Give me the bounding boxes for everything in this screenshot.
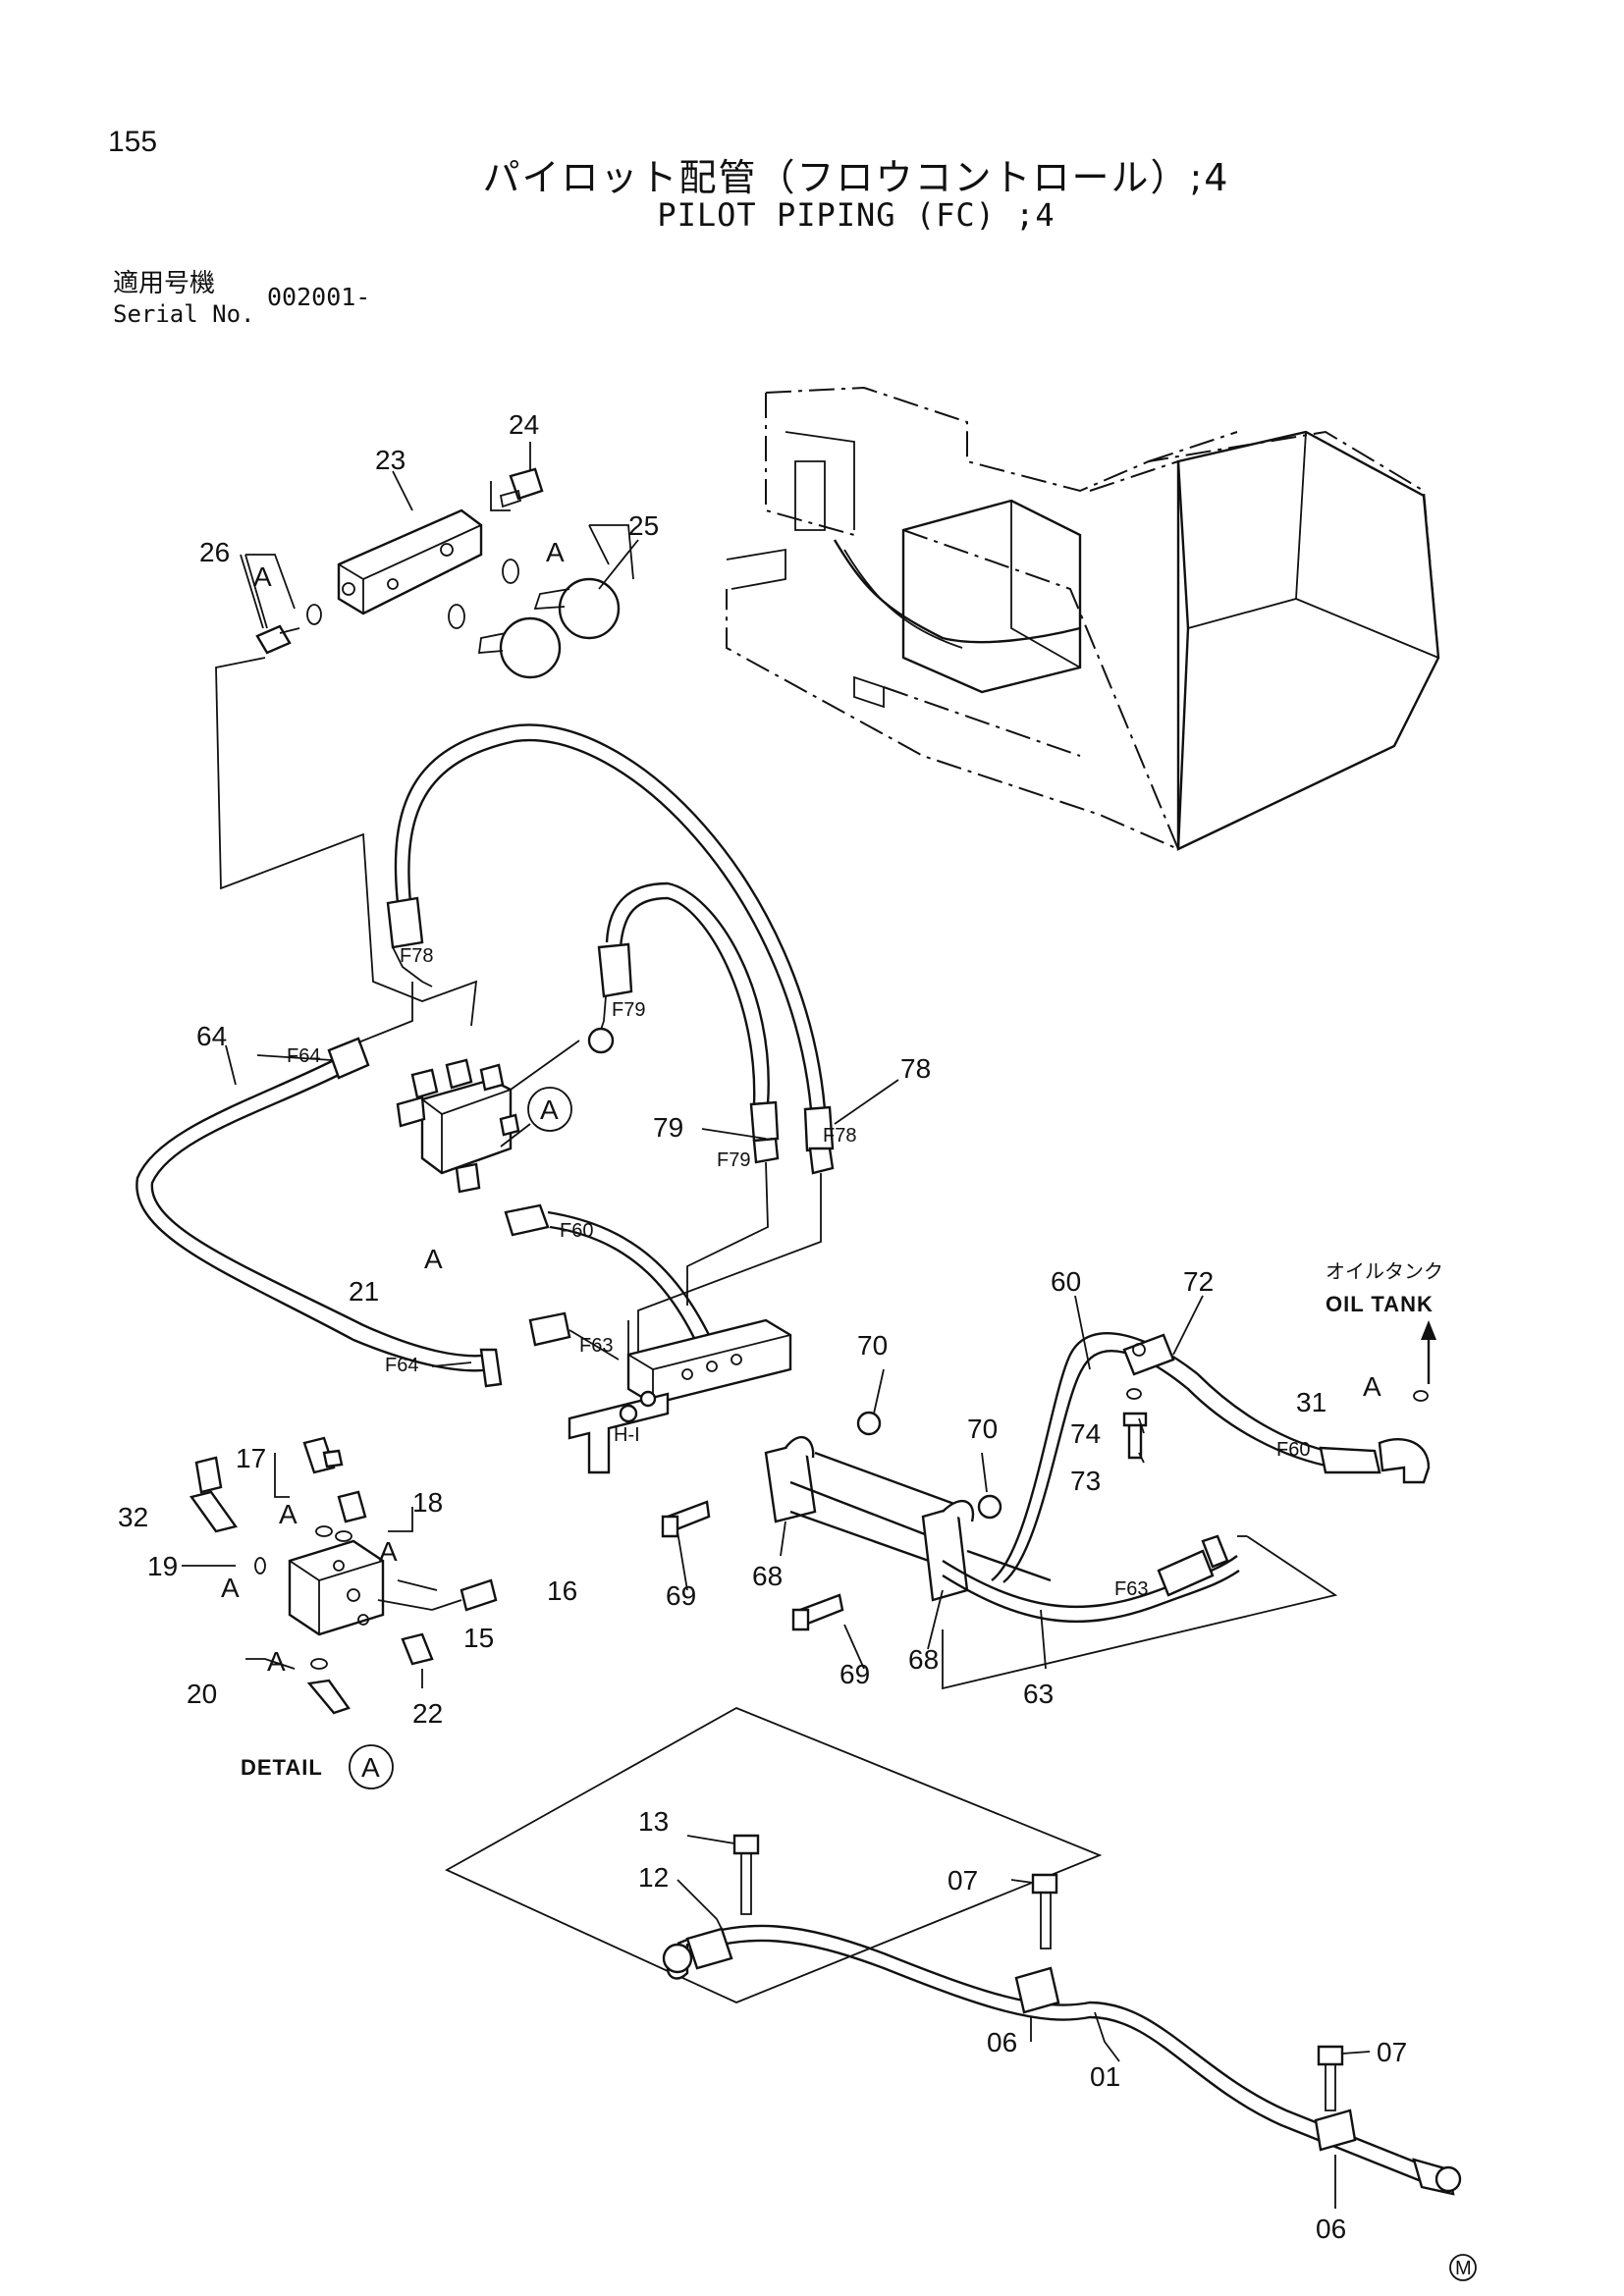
- bolt-07: [1031, 1873, 1344, 2111]
- fitting-f64-upper: F64: [287, 1045, 320, 1067]
- label-70a: 70: [857, 1330, 888, 1361]
- fitting-f78-right: F78: [823, 1125, 856, 1147]
- bolt-13: [732, 1834, 760, 1915]
- label-79: 79: [653, 1112, 683, 1143]
- oil-tank-label-japanese: オイルタンク: [1326, 1259, 1443, 1283]
- label-73: 73: [1070, 1466, 1101, 1496]
- serial-label-english: Serial No.: [113, 300, 255, 328]
- bolt-24: [490, 467, 544, 511]
- cylinder-68: [764, 1435, 1052, 1602]
- hose-64: [135, 982, 503, 1388]
- fitting-f78-left: F78: [400, 945, 433, 967]
- label-70b: 70: [967, 1414, 998, 1444]
- label-63: 63: [1023, 1679, 1054, 1709]
- fitting-f64-lower: F64: [385, 1355, 418, 1376]
- detail-a-letter: A: [361, 1752, 380, 1783]
- fitting-f79-upper: F79: [612, 999, 645, 1021]
- callout-h-i: H-I: [614, 1424, 640, 1446]
- callout-a-3: A: [424, 1244, 443, 1274]
- page-number: 155: [108, 126, 158, 158]
- hose-78: [386, 723, 835, 1355]
- fitting-f60-right: F60: [1276, 1439, 1310, 1461]
- label-17: 17: [236, 1443, 266, 1473]
- label-13: 13: [638, 1806, 669, 1837]
- label-26: 26: [199, 537, 230, 567]
- callout-a-2: A: [546, 537, 565, 567]
- label-24: 24: [509, 409, 539, 440]
- label-20: 20: [187, 1679, 217, 1709]
- hose-63-right: [942, 1534, 1240, 1624]
- excavator-outline: [726, 386, 1440, 851]
- label-19: 19: [147, 1551, 178, 1581]
- label-22: 22: [412, 1698, 443, 1729]
- label-15: 15: [463, 1623, 494, 1653]
- label-07a: 07: [947, 1865, 978, 1896]
- oil-tank-label-english: OIL TANK: [1326, 1292, 1434, 1316]
- fitting-26: [255, 604, 322, 655]
- hose-79: [587, 881, 780, 1306]
- bolt-69: [661, 1500, 844, 1631]
- fitting-f63-center: F63: [579, 1335, 613, 1357]
- callout-a-circle: A: [540, 1095, 559, 1125]
- label-23: 23: [375, 445, 406, 475]
- label-01: 01: [1090, 2061, 1120, 2092]
- serial-number-range: 002001-: [267, 283, 371, 311]
- label-06a: 06: [987, 2027, 1017, 2057]
- label-07b: 07: [1377, 2037, 1407, 2067]
- label-12: 12: [638, 1862, 669, 1893]
- label-69a: 69: [666, 1580, 696, 1611]
- hose-60-right: [991, 1332, 1431, 1583]
- footer-mark: M: [1455, 2258, 1472, 2279]
- label-68a: 68: [752, 1561, 783, 1591]
- label-31: 31: [1296, 1387, 1326, 1417]
- detail-a-block: [189, 1436, 498, 1715]
- fitting-f79-lower: F79: [717, 1149, 750, 1171]
- a-callouts: A A A A A A A A A H-I: [221, 537, 1381, 1677]
- page-title-english: PILOT PIPING (FC) ;4: [657, 196, 1056, 234]
- callout-a-5: A: [279, 1499, 298, 1529]
- accumulator-25: [448, 559, 621, 679]
- fitting-f63-right: F63: [1114, 1578, 1148, 1600]
- callout-a-1: A: [253, 561, 272, 592]
- label-06b: 06: [1316, 2214, 1346, 2244]
- valve-block-23: [337, 508, 483, 615]
- label-78: 78: [900, 1053, 931, 1084]
- nut-70a: [856, 1411, 882, 1436]
- part-labels: 24 23 25 26 64 78 79 21 60 72 31 74 73 7…: [118, 409, 1407, 2244]
- valve-a-center: [396, 1040, 580, 1194]
- label-21: 21: [349, 1276, 379, 1307]
- callout-a-4: A: [1363, 1371, 1381, 1402]
- label-25: 25: [628, 510, 659, 541]
- page-title-japanese: パイロット配管（フロウコントロール）;4: [482, 156, 1230, 199]
- callout-a-8: A: [267, 1646, 286, 1677]
- callout-a-6: A: [379, 1536, 398, 1567]
- fitting-labels: F78 F79 F79 F78 F64 F64 F60 F63 F60 F63: [287, 945, 1310, 1600]
- fitting-f60-center: F60: [560, 1220, 593, 1242]
- label-18: 18: [412, 1487, 443, 1518]
- leader-lines: [225, 442, 1371, 2209]
- label-72: 72: [1183, 1266, 1214, 1297]
- label-16: 16: [547, 1575, 577, 1606]
- callout-a-7: A: [221, 1573, 240, 1603]
- label-69b: 69: [839, 1659, 870, 1689]
- nut-70b: [977, 1494, 1002, 1520]
- manifold-block: [568, 1318, 792, 1474]
- bottom-pipe-assembly: [445, 1707, 1462, 2196]
- label-64: 64: [196, 1021, 227, 1051]
- label-74: 74: [1070, 1418, 1101, 1449]
- label-32: 32: [118, 1502, 148, 1532]
- serial-label-japanese: 適用号機: [113, 269, 216, 298]
- label-68b: 68: [908, 1644, 939, 1675]
- detail-a-label: DETAIL: [241, 1755, 323, 1780]
- label-60: 60: [1051, 1266, 1081, 1297]
